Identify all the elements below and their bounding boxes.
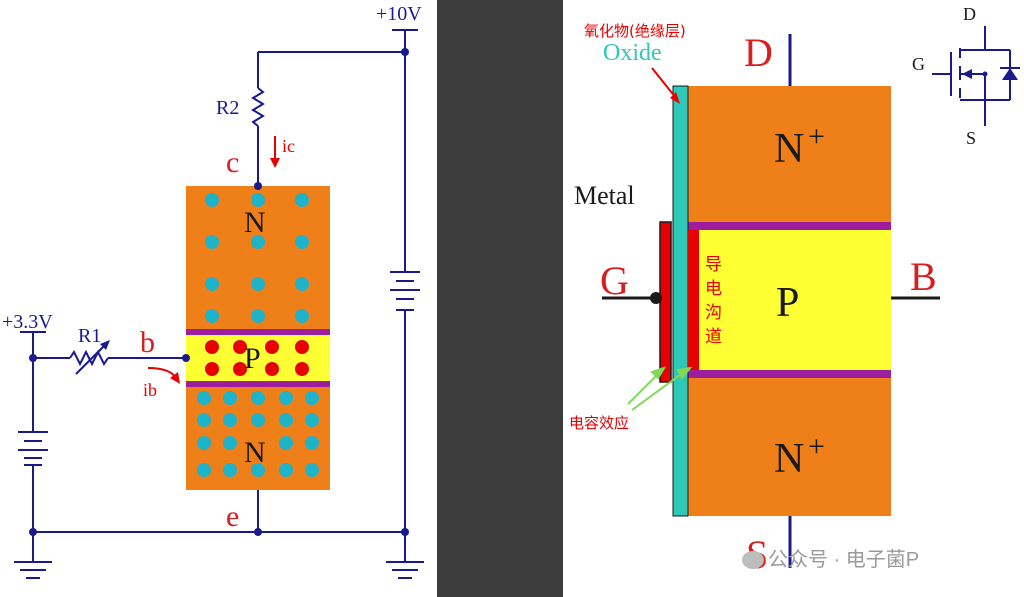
oxide-cn-label: 氧化物(绝缘层) (584, 22, 686, 40)
channel-char-4: 道 (705, 327, 722, 347)
r1-variable-arrow (75, 340, 110, 375)
region-n-top: N (244, 206, 266, 239)
wechat-icon (742, 551, 764, 569)
supply-3v3-label: +3.3V (2, 311, 53, 333)
conductive-channel (688, 230, 699, 370)
ground-right (386, 561, 424, 579)
bjt-wires (20, 29, 418, 562)
symbol-node-icon (982, 71, 988, 77)
channel-char-1: 导 (705, 255, 722, 275)
base-pin (182, 354, 190, 362)
mosfet-panel: 氧化物(绝缘层) Oxide Metal G D S B N + N + P 导… (563, 0, 1024, 597)
bjt-collector-region (186, 186, 330, 332)
channel-char-2: 电 (705, 279, 722, 299)
battery-10v (390, 271, 420, 311)
channel-label: 导 电 沟 道 (705, 255, 722, 347)
symbol-body-arrow-icon (962, 69, 972, 79)
oxide-en-label: Oxide (603, 40, 662, 66)
n-source-region (688, 374, 891, 516)
supply-10v-label: +10V (376, 3, 422, 25)
n-drain-region (688, 86, 891, 226)
ib-label: ib (143, 380, 157, 400)
n-plus-bottom-label: N (774, 436, 804, 482)
region-n-bottom: N (244, 436, 266, 469)
r2-label: R2 (216, 97, 239, 119)
base-holes (205, 340, 309, 376)
metal-label: Metal (574, 181, 635, 210)
watermark: 公众号 · 电子菌P (742, 543, 919, 572)
n-plus-top-sign: + (808, 120, 825, 153)
ic-arrow (270, 136, 280, 168)
gate-label: G (600, 258, 629, 303)
mosfet-structure-diagram: 氧化物(绝缘层) Oxide Metal G D S B N + N + P 导… (569, 4, 1020, 577)
ib-arrow (147, 367, 180, 384)
junction-be (186, 381, 330, 387)
collector-pin (254, 182, 262, 190)
channel-char-3: 沟 (705, 303, 722, 323)
metal-gate (659, 221, 672, 383)
collector-label: c (226, 146, 239, 179)
bjt-circuit-diagram: +10V +3.3V R2 R1 ic ib c b e N P N (2, 3, 424, 579)
n-plus-top-label: N (774, 126, 804, 172)
r2-resistor (251, 87, 265, 127)
ground-left (14, 561, 52, 579)
symbol-diode-icon (1002, 68, 1018, 80)
oxide-pointer-arrow (651, 67, 680, 104)
bjt-panel: +10V +3.3V R2 R1 ic ib c b e N P N (0, 0, 437, 597)
region-p: P (244, 342, 261, 375)
p-body-region (688, 226, 891, 374)
symbol-g-label: G (912, 54, 925, 74)
oxide-layer (672, 85, 689, 517)
junction-cb (186, 329, 330, 335)
r1-resistor (69, 349, 109, 367)
base-label: b (140, 326, 155, 359)
junction-top (688, 222, 891, 230)
battery-3v3 (18, 431, 48, 466)
n-plus-bottom-sign: + (808, 430, 825, 463)
drain-label: D (744, 30, 773, 75)
junction-bottom (688, 370, 891, 378)
r1-label: R1 (78, 325, 101, 347)
symbol-d-label: D (963, 4, 976, 24)
capacitance-label: 电容效应 (569, 414, 629, 432)
capacitance-arrows (627, 366, 693, 411)
collector-electrons (205, 193, 309, 323)
body-label: B (910, 254, 937, 299)
symbol-s-label: S (966, 128, 976, 148)
emitter-electrons (197, 391, 319, 477)
gate-node (650, 292, 662, 304)
ic-label: ic (282, 136, 295, 156)
junction-dots (29, 48, 409, 536)
p-region-label: P (776, 280, 799, 326)
emitter-label: e (226, 500, 239, 533)
watermark-text: 公众号 · 电子菌P (768, 549, 920, 571)
